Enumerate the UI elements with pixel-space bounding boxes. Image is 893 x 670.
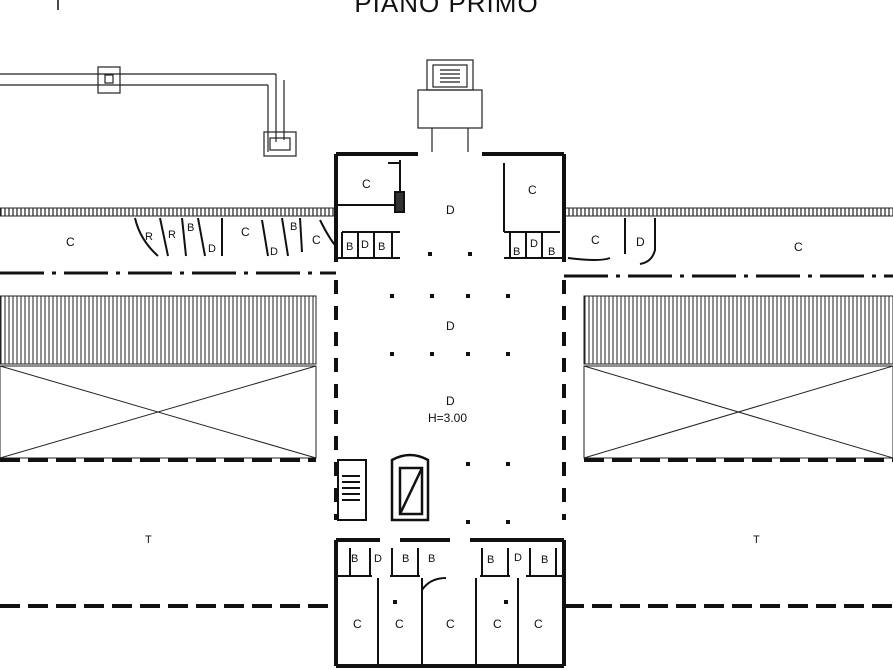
left-wing-rooms <box>134 217 337 257</box>
room-label: R <box>145 231 153 243</box>
room-label: C <box>241 225 250 239</box>
room-height-label: H=3.00 <box>428 411 467 425</box>
floor-plan-title: PIANO PRIMO <box>354 0 539 18</box>
right-wing-rooms <box>567 218 656 265</box>
dashed-walls <box>0 458 893 608</box>
room-label: C <box>395 617 404 631</box>
room-labels: C D C C R R B D C D B C B D B B D B C D … <box>66 177 803 631</box>
room-label: B <box>548 246 555 258</box>
room-label: B <box>290 221 297 233</box>
room-label: B <box>487 554 494 566</box>
room-label: D <box>636 235 645 249</box>
room-label: D <box>270 246 278 258</box>
room-label: R <box>168 229 176 241</box>
room-label: C <box>66 235 75 249</box>
room-label: B <box>541 554 548 566</box>
column-grid <box>390 252 510 604</box>
room-label: C <box>362 177 371 191</box>
room-label: C <box>312 233 321 247</box>
room-label: D <box>530 238 538 250</box>
room-label: C <box>493 617 502 631</box>
room-label: C <box>446 617 455 631</box>
room-label: B <box>351 553 358 565</box>
room-label: D <box>361 239 369 251</box>
room-label: C <box>534 617 543 631</box>
dash-dot-lines <box>0 271 893 278</box>
room-label: C <box>591 233 600 247</box>
stair-lower <box>337 459 367 521</box>
duct <box>0 66 297 157</box>
room-label: D <box>446 319 455 333</box>
inner-partitions <box>336 160 564 259</box>
room-label: C <box>794 240 803 254</box>
room-label: B <box>428 553 435 565</box>
central-walls <box>334 152 566 668</box>
hatched-bands <box>0 295 893 365</box>
room-label: T <box>145 534 152 546</box>
room-label: D <box>208 243 216 255</box>
room-label: B <box>402 553 409 565</box>
stair-tower <box>417 59 483 152</box>
bottom-rooms <box>336 548 564 666</box>
room-label: B <box>187 222 194 234</box>
room-label: D <box>514 552 522 564</box>
room-label: C <box>528 183 537 197</box>
room-label: C <box>353 617 362 631</box>
elevator <box>390 453 430 522</box>
room-label: D <box>446 394 455 408</box>
room-label: B <box>513 246 520 258</box>
room-label: B <box>346 241 353 253</box>
room-label: D <box>446 203 455 217</box>
room-label: T <box>753 534 760 546</box>
room-label: D <box>374 553 382 565</box>
room-label: B <box>378 241 385 253</box>
